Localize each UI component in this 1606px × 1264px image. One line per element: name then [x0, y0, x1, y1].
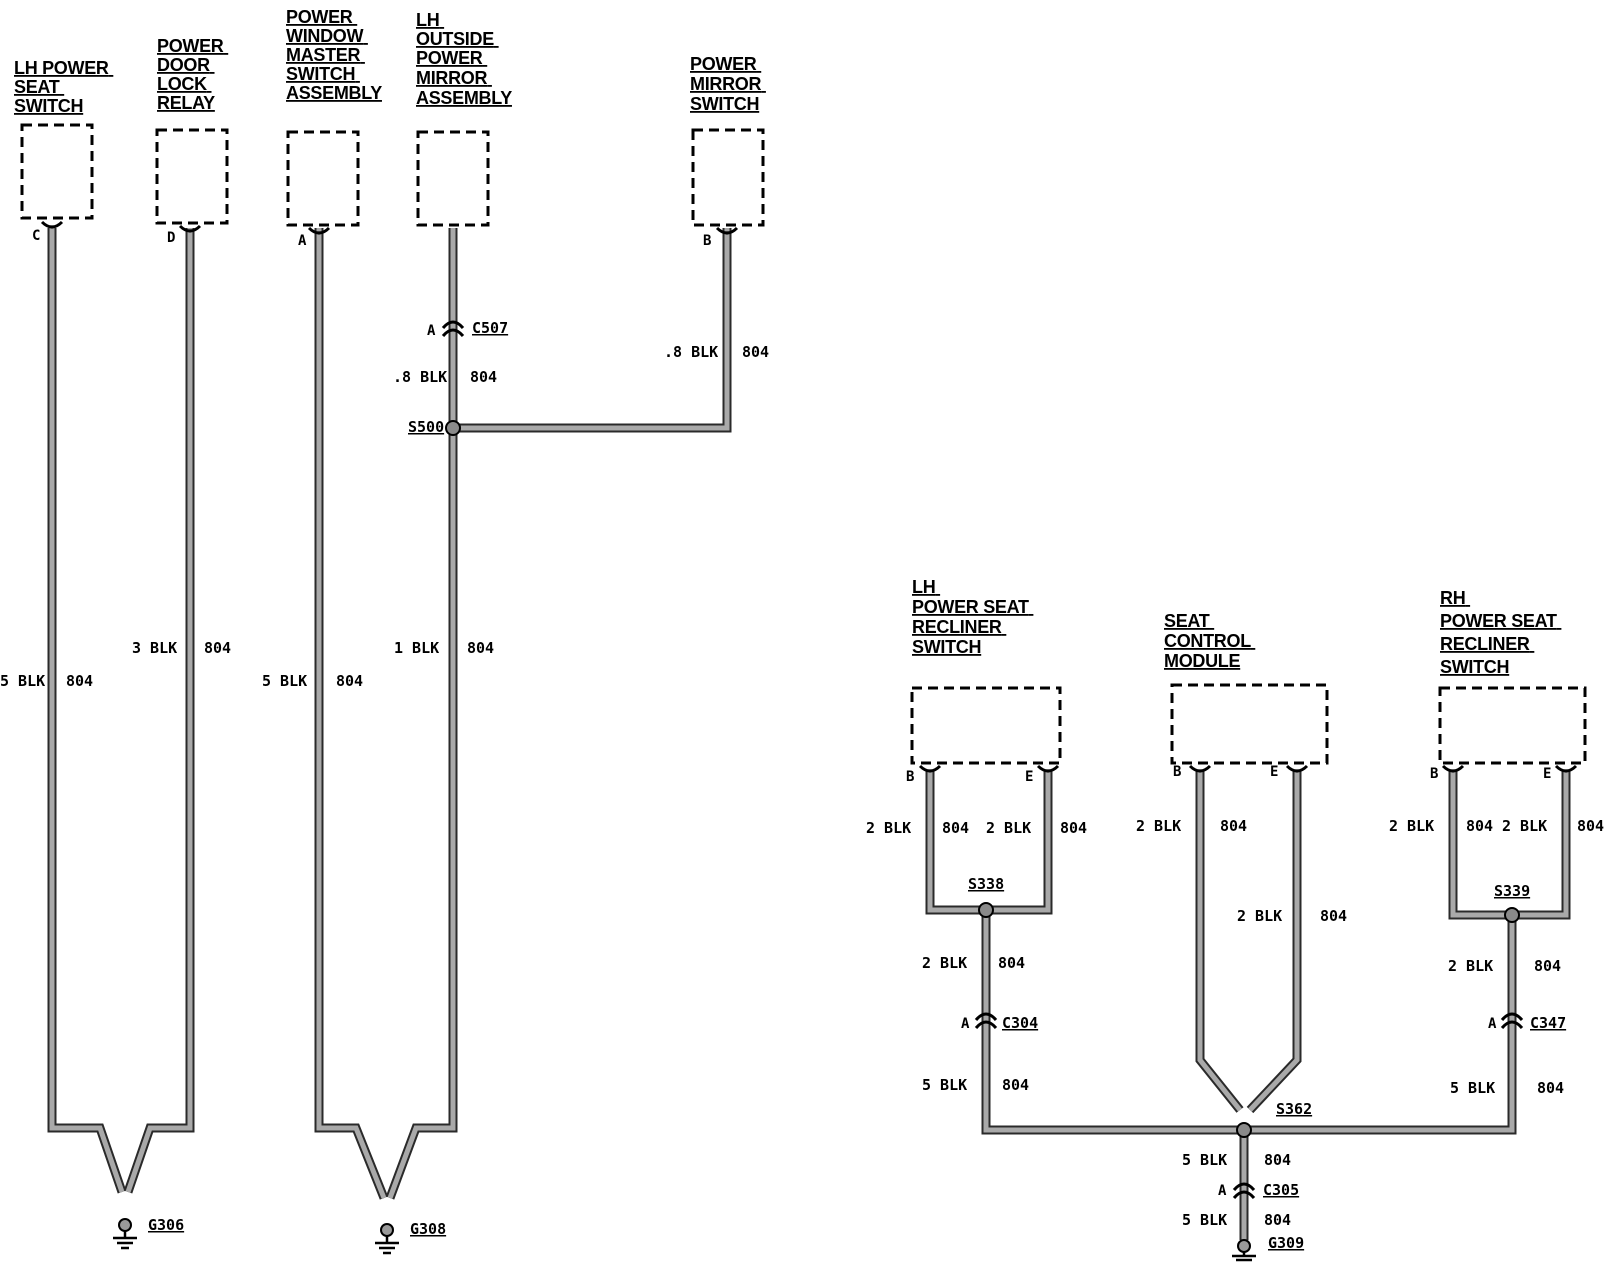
- wire-circuit: 804: [470, 368, 497, 386]
- wire-circuit: 804: [336, 672, 363, 690]
- wire-circuit: 804: [998, 954, 1025, 972]
- pin-label-lh-rec-e: E: [1025, 769, 1033, 785]
- pin-label-lh-rec-b: B: [906, 769, 914, 785]
- wire-gauge: 5 BLK: [1450, 1079, 1495, 1097]
- power-window-master-switch-box: [286, 130, 360, 227]
- wire-gauge: 1 BLK: [394, 639, 439, 657]
- pin-label-rh-rec-e: E: [1543, 766, 1551, 782]
- pin-label-scm-e: E: [1270, 764, 1278, 780]
- wire-gauge: 5 BLK: [1182, 1151, 1227, 1169]
- wire-circuit: 804: [1320, 907, 1347, 925]
- pin-label-rh-rec-b: B: [1430, 766, 1438, 782]
- wire-circuit: 804: [204, 639, 231, 657]
- pin-label-c: C: [32, 228, 40, 244]
- wire-gauge: .8 BLK: [393, 368, 447, 386]
- wire-gauge: 2 BLK: [986, 819, 1031, 837]
- wire-gauge: 2 BLK: [1389, 817, 1434, 835]
- wire-circuit: 804: [1534, 957, 1561, 975]
- lh-power-seat-switch-label: LH POWER SEAT SWITCH: [14, 58, 113, 116]
- rh-recliner-switch-box: [1438, 686, 1587, 765]
- lh-recliner-switch-label: LH POWER SEAT RECLINER SWITCH: [912, 577, 1033, 657]
- inline-connectors: [441, 320, 1524, 1200]
- wire-circuit: 804: [467, 639, 494, 657]
- pin-label-scm-b: B: [1173, 764, 1181, 780]
- rh-recliner-switch-label: RH POWER SEAT RECLINER SWITCH: [1440, 588, 1561, 677]
- splice-s338-label: S338: [968, 875, 1004, 893]
- wire-circuit: 804: [1220, 817, 1247, 835]
- connector-c507-pin: A: [427, 323, 436, 339]
- splice-s500: [445, 420, 461, 436]
- wire-gauge: 5 BLK: [1182, 1211, 1227, 1229]
- wire-circuit: 804: [1577, 817, 1604, 835]
- connector-c304-label: C304: [1002, 1014, 1038, 1032]
- wire-circuit: 804: [942, 819, 969, 837]
- power-door-lock-relay-box: [155, 128, 229, 225]
- splice-s362: [1236, 1122, 1252, 1138]
- connector-c347-label: C347: [1530, 1014, 1566, 1032]
- component-boxes: [20, 123, 1587, 765]
- wire-paths: [47, 228, 1571, 1240]
- splice-s500-label: S500: [408, 418, 444, 436]
- wire-gauge: 2 BLK: [1136, 817, 1181, 835]
- pin-caps: [40, 220, 1578, 773]
- wire-gauge: 5 BLK: [922, 1076, 967, 1094]
- connector-c305-label: C305: [1263, 1181, 1299, 1199]
- splice-dots: [445, 420, 1520, 1138]
- wire-circuit: 804: [1264, 1151, 1291, 1169]
- ground-g308-label: G308: [410, 1220, 446, 1238]
- power-mirror-switch-box: [691, 128, 765, 227]
- wire-gauge: 2 BLK: [922, 954, 967, 972]
- wire-gauge: 2 BLK: [1237, 907, 1282, 925]
- ground-g306-icon: [113, 1218, 137, 1250]
- connector-c305-pin: A: [1218, 1183, 1227, 1199]
- ground-g306-label: G306: [148, 1216, 184, 1234]
- ground-g308-icon: [375, 1223, 399, 1255]
- ground-g309-icon: [1232, 1239, 1256, 1262]
- wire-circuit: 804: [1264, 1211, 1291, 1229]
- connector-c507-label: C507: [472, 319, 508, 337]
- seat-control-module-label: SEAT CONTROL MODULE: [1164, 611, 1255, 671]
- wire-gauge: 5 BLK: [0, 672, 45, 690]
- ground-g309-label: G309: [1268, 1234, 1304, 1252]
- wire-circuit: 804: [1060, 819, 1087, 837]
- splice-s339: [1504, 907, 1520, 923]
- connector-c304-pin: A: [961, 1016, 970, 1032]
- lh-outside-mirror-label: LH OUTSIDE POWER MIRROR ASSEMBLY: [416, 10, 512, 108]
- power-window-master-switch-label: POWER WINDOW MASTER SWITCH ASSEMBLY: [286, 7, 382, 103]
- power-mirror-switch-label: POWER MIRROR SWITCH: [690, 54, 766, 114]
- wire-gauge: 3 BLK: [132, 639, 177, 657]
- lh-power-seat-switch-box: [20, 123, 94, 220]
- pin-label-a: A: [298, 233, 307, 249]
- power-door-lock-relay-label: POWER DOOR LOCK RELAY: [157, 36, 228, 113]
- lh-recliner-switch-box: [910, 686, 1062, 765]
- wire-circuit: 804: [66, 672, 93, 690]
- wire-gauge: 2 BLK: [866, 819, 911, 837]
- wire-gauge: 2 BLK: [1502, 817, 1547, 835]
- wire-gauge: .8 BLK: [664, 343, 718, 361]
- wire-circuit: 804: [1466, 817, 1493, 835]
- wire-circuit: 804: [1002, 1076, 1029, 1094]
- splice-s338: [978, 902, 994, 918]
- splice-s362-label: S362: [1276, 1100, 1312, 1118]
- pin-label-d: D: [167, 230, 175, 246]
- pin-label-b: B: [703, 233, 711, 249]
- connector-c347-pin: A: [1488, 1016, 1497, 1032]
- wire-circuit: 804: [1537, 1079, 1564, 1097]
- wire-circuit: 804: [742, 343, 769, 361]
- wire-gauge: 5 BLK: [262, 672, 307, 690]
- seat-control-module-box: [1170, 683, 1329, 765]
- lh-outside-mirror-box: [416, 130, 490, 227]
- wire-gauge: 2 BLK: [1448, 957, 1493, 975]
- splice-s339-label: S339: [1494, 882, 1530, 900]
